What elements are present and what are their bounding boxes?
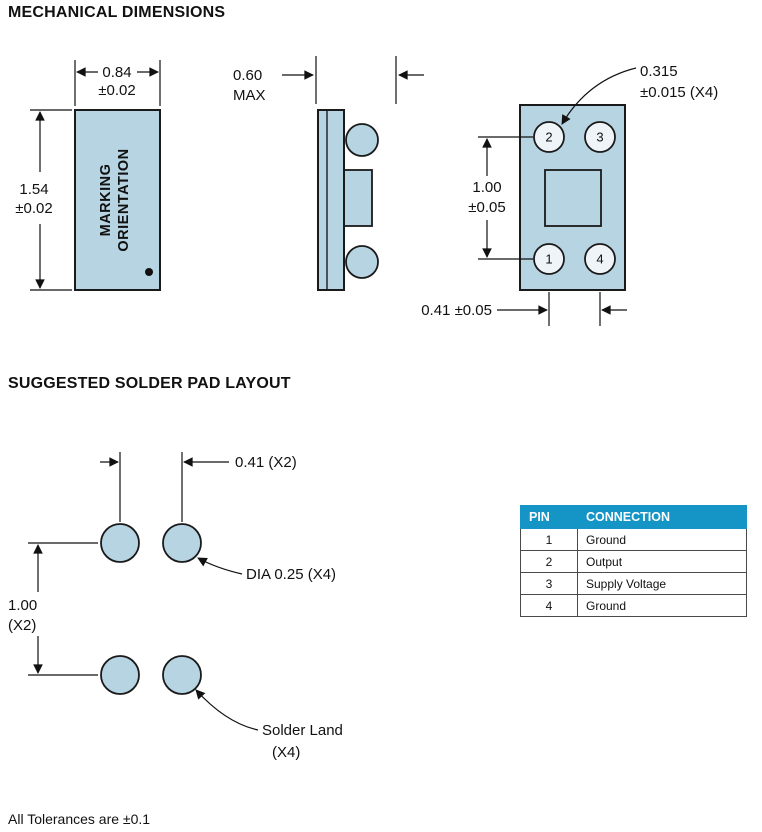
solder-pad-top-left	[100, 523, 140, 563]
side-view-bottom-pin	[345, 245, 379, 279]
solder-land-label-line2: (X4)	[272, 744, 300, 761]
dim-pad-horizontal-pitch: 0.41 (X2)	[100, 452, 297, 522]
dim-pad-horizontal-pitch-value: 0.41 (X2)	[235, 454, 297, 471]
solder-land-label-line1: Solder Land	[262, 722, 343, 739]
side-view-top-pin	[345, 123, 379, 157]
callout-leader-line	[561, 67, 637, 125]
table-row: 1 Ground	[520, 528, 747, 551]
solder-pad-bottom-left	[100, 655, 140, 695]
dim-front-height-tolerance: ±0.02	[15, 200, 52, 217]
callout-pad-dia: DIA 0.25 (X4)	[197, 557, 336, 583]
pad-dia-label: DIA 0.25 (X4)	[246, 566, 336, 583]
section-title-mechanical: MECHANICAL DIMENSIONS	[8, 4, 226, 21]
pin-number-1: 1	[545, 252, 552, 267]
pin-cell: 3	[520, 572, 578, 595]
pin-circle-1	[533, 243, 565, 275]
side-view: 0.60 MAX	[233, 56, 424, 291]
pad-dia-leader-line	[197, 557, 243, 575]
dim-pad-vertical-pitch-qualifier: (X2)	[8, 617, 36, 634]
tolerance-note: All Tolerances are ±0.1	[8, 811, 151, 827]
dim-front-height-value: 1.54	[19, 181, 48, 198]
side-view-standoff	[343, 169, 373, 227]
callout-pad-diameter-tolerance: ±0.015 (X4)	[640, 84, 718, 101]
front-view-body	[74, 109, 161, 291]
connection-cell: Output	[577, 550, 747, 573]
marking-text-line1: MARKING	[98, 164, 114, 237]
table-row: 3 Supply Voltage	[520, 572, 747, 595]
section-title-solder-pad: SUGGESTED SOLDER PAD LAYOUT	[8, 375, 291, 392]
pin-cell: 4	[520, 594, 578, 617]
pin-number-4: 4	[596, 252, 603, 267]
marking-text-line2: ORIENTATION	[116, 148, 132, 251]
dim-side-thickness-qualifier: MAX	[233, 87, 266, 104]
callout-solder-land: Solder Land (X4)	[195, 689, 343, 761]
dim-vertical-pitch-value: 1.00	[472, 179, 501, 196]
table-row: 2 Output	[520, 550, 747, 573]
dim-front-width-tolerance: ±0.02	[98, 82, 135, 99]
dim-front-width-value: 0.84	[102, 64, 131, 81]
solder-land-leader-line	[195, 689, 259, 731]
connection-cell: Supply Voltage	[577, 572, 747, 595]
mechanical-dimensions-drawing: MARKING ORIENTATION 0.84 ±0.02 1.54 ±0.0…	[15, 56, 718, 326]
pin-circle-2	[533, 121, 565, 153]
side-view-body	[317, 109, 345, 291]
pin-circle-4	[584, 243, 616, 275]
solder-pad-layout-drawing: 0.41 (X2) DIA 0.25 (X4) 1.00 (X2) Solder…	[8, 452, 343, 761]
dim-vertical-pitch-tolerance: ±0.05	[468, 199, 505, 216]
pin-table-header-row: PIN CONNECTION	[520, 505, 747, 529]
pin-connection-table: PIN CONNECTION 1 Ground 2 Output 3 Suppl…	[520, 505, 747, 617]
bottom-view: 2 3 1 4 0.315 ±0.015 (X4) 1.00 ±0.05	[421, 63, 718, 326]
pin-circle-3	[584, 121, 616, 153]
solder-pad-bottom-right	[162, 655, 202, 695]
callout-pad-diameter: 0.315 ±0.015 (X4)	[561, 63, 718, 125]
dim-pad-vertical-pitch-value: 1.00	[8, 597, 37, 614]
dim-horizontal-pitch-value: 0.41 ±0.05	[421, 302, 492, 319]
solder-pad-top-right	[162, 523, 202, 563]
dim-pad-vertical-pitch: 1.00 (X2)	[8, 542, 98, 676]
connection-cell: Ground	[577, 528, 747, 551]
dim-front-width: 0.84 ±0.02	[74, 60, 161, 106]
callout-pad-diameter-value: 0.315	[640, 63, 678, 80]
pin-number-2: 2	[545, 130, 552, 145]
pin-table-header-connection: CONNECTION	[577, 505, 747, 529]
bottom-view-center-pad	[544, 169, 602, 227]
pin1-index-dot	[145, 268, 153, 276]
dim-side-thickness: 0.60 MAX	[233, 56, 424, 104]
table-row: 4 Ground	[520, 594, 747, 617]
front-view: MARKING ORIENTATION 0.84 ±0.02 1.54 ±0.0…	[15, 60, 161, 291]
pin-number-3: 3	[596, 130, 603, 145]
connection-cell: Ground	[577, 594, 747, 617]
dim-side-thickness-value: 0.60	[233, 67, 262, 84]
dim-front-height: 1.54 ±0.02	[15, 109, 72, 291]
dim-bottom-vertical-pitch: 1.00 ±0.05	[468, 136, 533, 260]
pin-cell: 1	[520, 528, 578, 551]
pin-cell: 2	[520, 550, 578, 573]
dim-bottom-horizontal-pitch: 0.41 ±0.05	[421, 292, 627, 326]
pin-table-header-pin: PIN	[520, 505, 578, 529]
